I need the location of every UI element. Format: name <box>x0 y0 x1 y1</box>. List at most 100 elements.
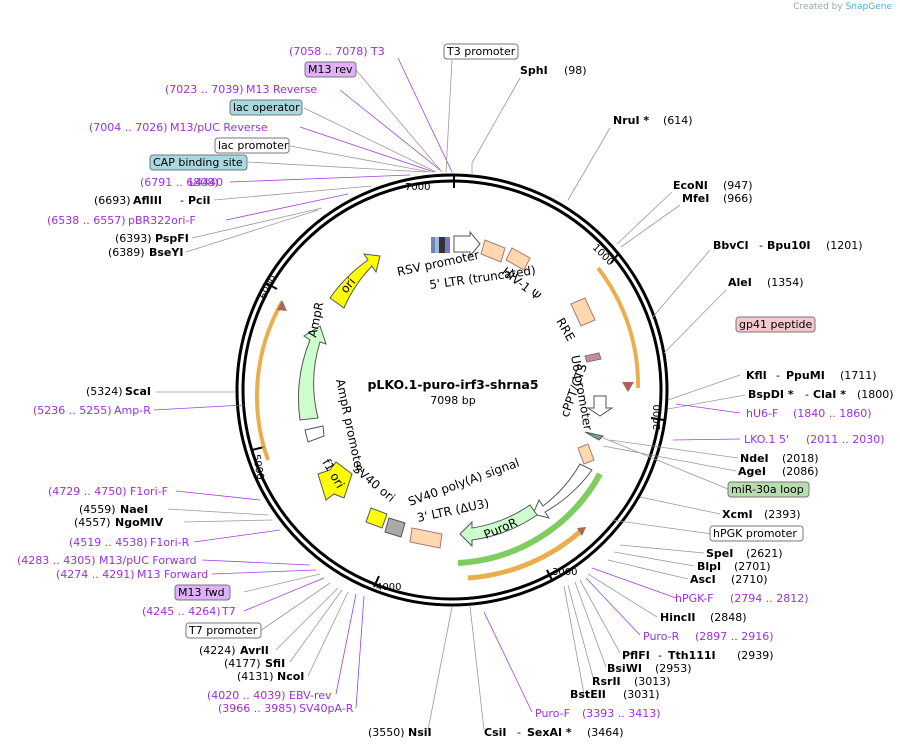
sexai-name: SexAI * <box>527 726 572 739</box>
l4440-pos: (6791 .. 6808) <box>140 176 219 189</box>
sfii-name: SfiI <box>265 657 285 670</box>
ndei-pos: (2018) <box>782 452 819 465</box>
spei-name: SpeI <box>706 547 733 560</box>
top-features <box>431 230 614 465</box>
pspfi-name: PspFI <box>155 232 189 245</box>
lac-promoter-box <box>214 137 290 154</box>
f1orir-name: F1ori-R <box>150 536 190 549</box>
t3-promoter-label: T3 promoter <box>446 45 516 58</box>
pbr322ori-name: pBR322ori-F <box>128 214 196 227</box>
bbvci-pos: (1201) <box>826 239 863 252</box>
ampr-primer-name: Amp-R <box>114 404 151 417</box>
pbr322ori-pos: (6538 .. 6557) <box>47 214 126 227</box>
l4440-name: L4440 <box>189 176 223 189</box>
label-puro: PuroR <box>482 515 520 542</box>
t3-promoter-box <box>443 43 519 60</box>
plasmid-size: 7098 bp <box>430 394 475 407</box>
mfei-name: MfeI <box>682 192 709 205</box>
m13-reverse-pos: (7023 .. 7039) <box>165 83 244 96</box>
afliii-pos: (6693) <box>94 194 131 207</box>
puror-primer-name: Puro-R <box>643 630 680 643</box>
afliii-name: AflIII <box>133 194 162 207</box>
bbvci-sep: - <box>759 239 763 252</box>
t7-pos: (4245 .. 4264) <box>142 605 221 618</box>
m13-fwd-box <box>174 584 231 601</box>
feature-f1ori <box>317 461 353 501</box>
top-labels: (7058 .. 7078) T3 T3 promoter M13 rev (7… <box>47 43 519 259</box>
orf-arc-ampr-head <box>277 300 287 311</box>
agei-name: AgeI <box>738 465 766 478</box>
m13-puc-reverse-name: M13/pUC Reverse <box>170 121 268 134</box>
ndei-name: NdeI <box>740 452 769 465</box>
rsrii-name: RsrII <box>592 675 621 688</box>
scai-name: ScaI <box>125 385 151 398</box>
orf-arc-puro-green <box>457 472 603 566</box>
csii-sep: - <box>517 726 521 739</box>
hu6f-name: hU6-F <box>746 407 778 420</box>
backbone-inner <box>241 179 663 601</box>
m13-rev-box <box>304 61 357 78</box>
m13pucf-name: M13/pUC Forward <box>99 554 197 567</box>
lac-promoter-label: lac promoter <box>218 139 289 152</box>
avrii-pos: (4224) <box>199 644 236 657</box>
cap-binding-site-label: CAP binding site <box>153 156 243 169</box>
ppumi-name: PpuMI <box>786 369 825 382</box>
sfii-pos: (4177) <box>224 657 261 670</box>
bspdi-name: BspDI * <box>748 388 794 401</box>
xcmi-name: XcmI <box>722 508 753 521</box>
sv40pa-name: SV40pA-R <box>299 702 354 715</box>
hpgk-promoter-box <box>709 525 804 542</box>
label-amprp: AmpR promoter <box>333 378 367 474</box>
feature-sv40pa <box>384 517 406 538</box>
feature-mir30a <box>584 431 604 441</box>
left-labels: (5324) ScaI (5236 .. 5255) Amp-R (4729 .… <box>17 385 354 715</box>
purof-name: Puro-F <box>535 707 570 720</box>
m13-puc-reverse-pos: (7004 .. 7026) <box>89 121 168 134</box>
mir30a-loop-box <box>727 481 810 498</box>
orf-arc-gp41-head <box>622 382 634 392</box>
orf-arc-gp41 <box>596 266 641 389</box>
orf-arc-ampr <box>254 301 284 461</box>
snapgene-brand: Created by SnapGene <box>793 2 892 12</box>
cap-binding-site-box <box>149 154 248 171</box>
gp41-peptide-label: gp41 peptide <box>739 318 813 331</box>
t3-site-name: T3 <box>370 45 385 58</box>
feature-cap-site <box>435 237 439 253</box>
nrui-name: NruI * <box>613 114 649 127</box>
feature-3ltr <box>409 527 443 549</box>
bsteii-pos: (3031) <box>623 688 660 701</box>
plasmid-name: pLKO.1-puro-irf3-shrna5 <box>367 377 538 392</box>
asci-name: AscI <box>690 573 716 586</box>
sv40pa-pos: (3966 .. 3985) <box>218 702 297 715</box>
orf-arc-puro-head <box>577 527 586 536</box>
kfli-name: KflI <box>746 369 767 382</box>
hincii-name: HincII <box>660 611 696 624</box>
nrui-pos: (614) <box>663 114 693 127</box>
nsii-name: NsiI <box>408 726 432 739</box>
bsiwi-name: BsiWI <box>607 662 642 675</box>
hu6f-pos: (1840 .. 1860) <box>793 407 872 420</box>
t7-name: T7 <box>221 605 236 618</box>
bpu10i-name: Bpu10I <box>767 239 811 252</box>
kfli-sep: - <box>776 369 780 382</box>
m13f-name: M13 Forward <box>137 568 208 581</box>
clai-name: ClaI * <box>813 388 846 401</box>
feature-rsv-arrow <box>453 230 481 258</box>
t7-promoter-box <box>185 622 262 639</box>
bbvci-name: BbvCI <box>713 239 749 252</box>
leader-lines <box>153 57 746 731</box>
bseyi-pos: (6389) <box>108 246 145 259</box>
m13-fwd-label: M13 fwd <box>178 586 225 599</box>
lko15-name: LKO.1 5' <box>744 433 789 446</box>
feature-sv40ori <box>365 507 388 529</box>
m13-reverse-name: M13 Reverse <box>246 83 317 96</box>
hpgkf-name: hPGK-F <box>675 592 713 605</box>
puror-primer-pos: (2897 .. 2916) <box>695 630 774 643</box>
asci-pos: (2710) <box>731 573 768 586</box>
bspdi-pos: (1800) <box>857 388 894 401</box>
blpi-pos: (2701) <box>734 560 771 573</box>
ncoi-pos: (4131) <box>237 670 274 683</box>
bsiwi-pos: (2953) <box>655 662 692 675</box>
f1orif-name: F1ori-F <box>130 485 168 498</box>
